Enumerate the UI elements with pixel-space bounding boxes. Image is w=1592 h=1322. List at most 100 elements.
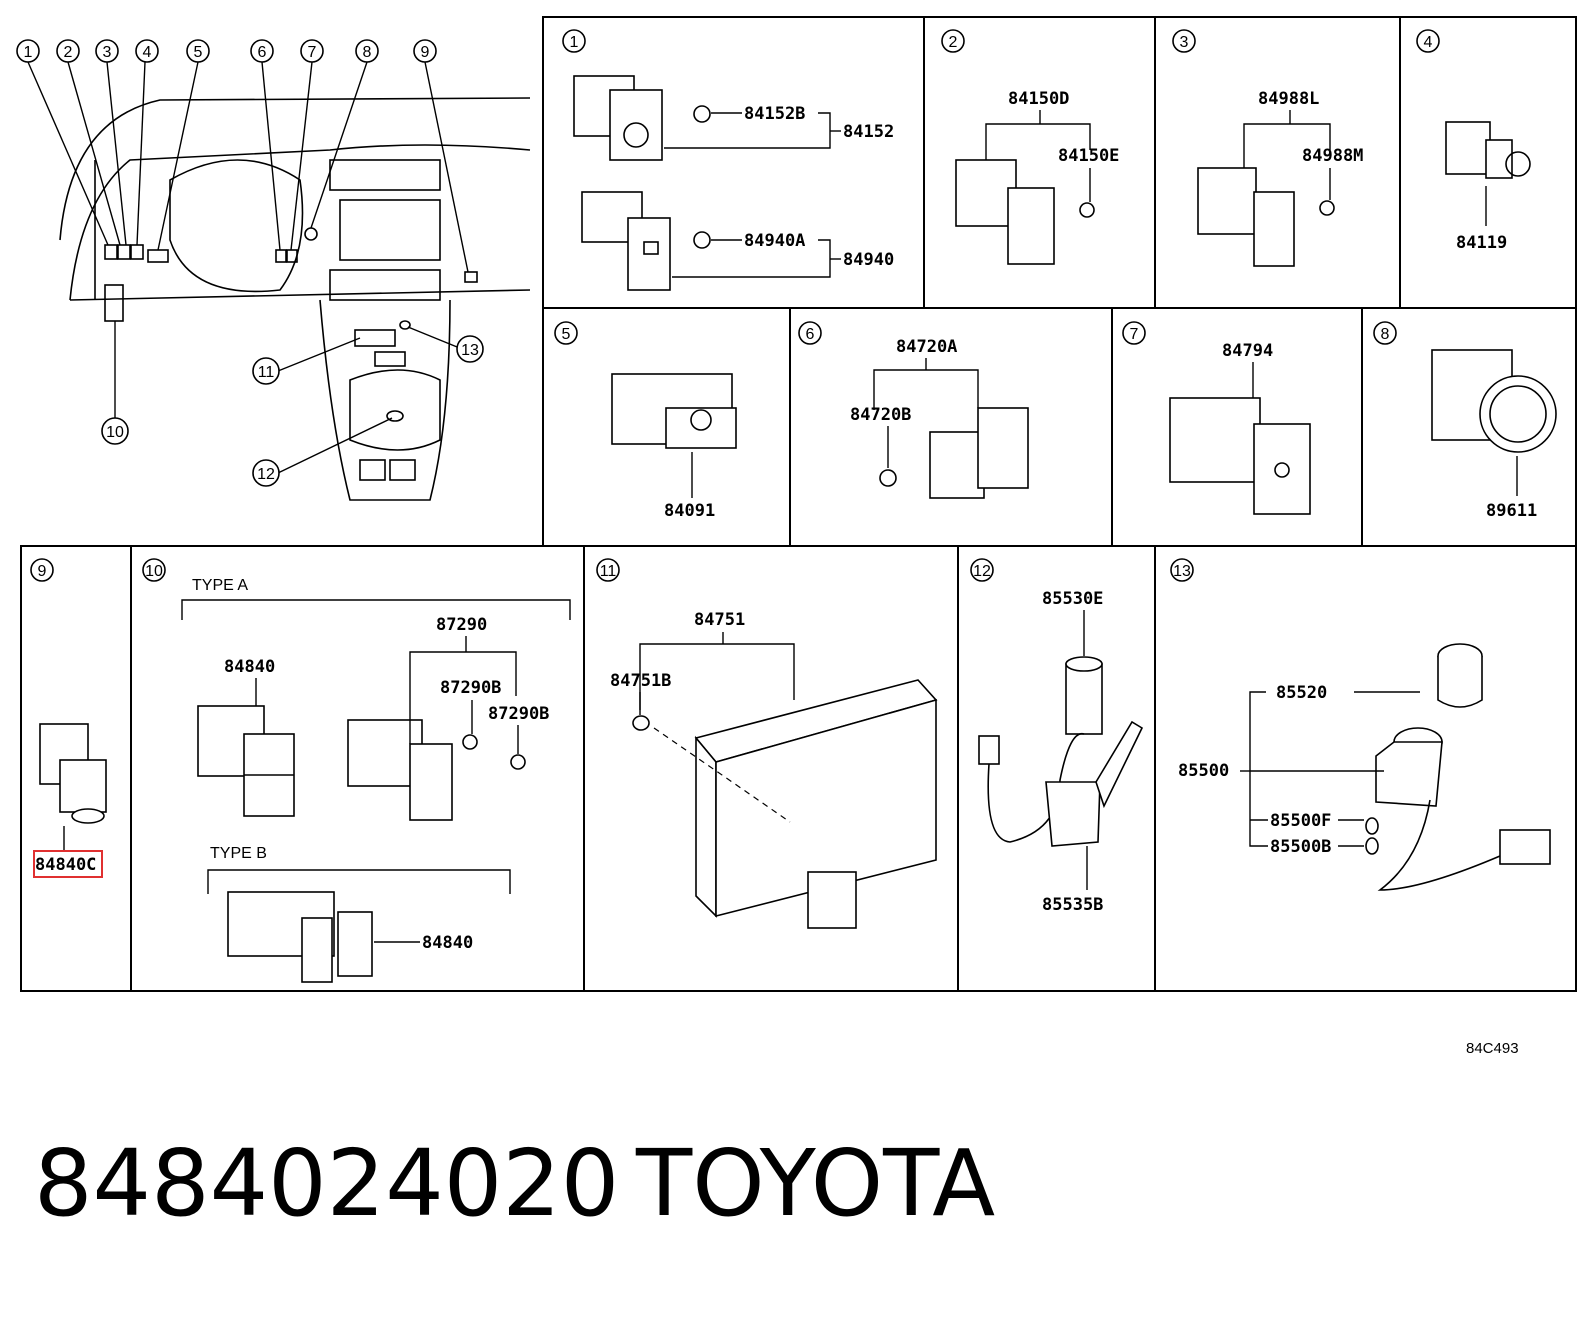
svg-text:84940A: 84940A — [744, 231, 805, 251]
svg-text:87290B: 87290B — [488, 704, 549, 724]
switch-drawing — [1445, 121, 1531, 179]
callout-7: 7 — [300, 39, 324, 63]
svg-text:84840: 84840 — [224, 657, 275, 677]
footer-brand: TOYOTA — [636, 1130, 996, 1237]
callout-6: 6 — [250, 39, 274, 63]
switch-drawing — [39, 723, 107, 824]
panel-7: 7 84794 — [1122, 321, 1311, 515]
callout-13: 13 — [456, 335, 484, 363]
svg-text:11: 11 — [600, 563, 617, 580]
switch-drawing — [955, 159, 1095, 265]
callout-12: 12 — [252, 459, 280, 487]
svg-text:84152B: 84152B — [744, 104, 805, 124]
callout-5: 5 — [186, 39, 210, 63]
switch-drawing — [611, 373, 737, 449]
switch-drawing — [879, 407, 1029, 499]
callout-10: 10 — [101, 417, 129, 445]
panel-6: 6 84720A 84720B — [798, 321, 1029, 499]
svg-text:8: 8 — [1381, 326, 1390, 343]
svg-text:10: 10 — [106, 424, 124, 441]
svg-text:87290B: 87290B — [440, 678, 501, 698]
dashboard-overview — [27, 61, 531, 501]
panel-11: 11 84751 84751B — [596, 558, 938, 929]
svg-text:84751B: 84751B — [610, 671, 671, 691]
svg-text:84840: 84840 — [422, 933, 473, 953]
svg-text:12: 12 — [257, 466, 275, 483]
callout-1: 1 — [16, 39, 40, 63]
diagram-code: 84C493 — [1466, 1040, 1519, 1057]
svg-text:1: 1 — [570, 34, 579, 51]
svg-text:84988L: 84988L — [1258, 89, 1319, 109]
svg-text:2: 2 — [949, 34, 958, 51]
footer-part-number: 8484024020 — [34, 1130, 620, 1237]
panel-grid — [20, 16, 1577, 992]
svg-text:84152: 84152 — [843, 122, 894, 142]
svg-text:13: 13 — [1173, 563, 1191, 580]
switch-drawing — [1431, 349, 1557, 453]
panel-13: 13 85520 85500 85500F 85500B — [1170, 558, 1551, 891]
svg-text:84751: 84751 — [694, 610, 745, 630]
svg-text:4: 4 — [143, 44, 152, 61]
svg-text:89611: 89611 — [1486, 501, 1537, 521]
panel-9: 9 84840C — [30, 558, 107, 875]
svg-text:7: 7 — [1130, 326, 1139, 343]
svg-text:84091: 84091 — [664, 501, 715, 521]
panel-10: 10 TYPE A 84840 87290 87290B 87290B TYPE… — [142, 558, 571, 983]
svg-text:10: 10 — [145, 563, 163, 580]
svg-text:6: 6 — [806, 326, 815, 343]
highlight-box — [33, 850, 103, 878]
svg-text:85520: 85520 — [1276, 683, 1327, 703]
svg-text:11: 11 — [258, 364, 275, 381]
svg-text:84150E: 84150E — [1058, 146, 1119, 166]
svg-text:3: 3 — [103, 44, 112, 61]
svg-text:12: 12 — [973, 563, 991, 580]
svg-text:8: 8 — [363, 44, 372, 61]
callout-3: 3 — [95, 39, 119, 63]
lighter-drawing — [1365, 643, 1551, 891]
panel-8: 8 89611 — [1373, 321, 1557, 521]
svg-text:85500F: 85500F — [1270, 811, 1331, 831]
svg-text:13: 13 — [461, 342, 479, 359]
switch-drawing-type-a — [197, 705, 526, 821]
svg-text:85535B: 85535B — [1042, 895, 1103, 915]
svg-text:2: 2 — [64, 44, 73, 61]
svg-text:84988M: 84988M — [1302, 146, 1363, 166]
svg-text:TYPE A: TYPE A — [192, 577, 248, 594]
svg-text:85500B: 85500B — [1270, 837, 1331, 857]
svg-text:84840C: 84840C — [35, 855, 96, 875]
callout-4: 4 — [135, 39, 159, 63]
panel-2: 2 84150D 84150E — [941, 29, 1119, 265]
svg-text:84794: 84794 — [1222, 341, 1273, 361]
svg-text:9: 9 — [38, 563, 47, 580]
overview-callouts: 1 2 3 4 5 6 7 8 9 10 11 12 13 — [16, 39, 484, 487]
svg-text:84720B: 84720B — [850, 405, 911, 425]
svg-text:84119: 84119 — [1456, 233, 1507, 253]
panel-4: 4 84119 — [1416, 29, 1531, 253]
svg-text:4: 4 — [1424, 34, 1433, 51]
svg-text:84150D: 84150D — [1008, 89, 1069, 109]
svg-text:84940: 84940 — [843, 250, 894, 270]
svg-text:5: 5 — [562, 326, 571, 343]
svg-text:5: 5 — [194, 44, 203, 61]
callout-8: 8 — [355, 39, 379, 63]
svg-text:85500: 85500 — [1178, 761, 1229, 781]
panel-5: 5 84091 — [554, 321, 737, 521]
svg-text:84720A: 84720A — [896, 337, 957, 357]
svg-text:9: 9 — [421, 44, 430, 61]
unit-drawing — [632, 679, 938, 929]
socket-drawing — [978, 656, 1144, 847]
svg-text:1: 1 — [24, 44, 33, 61]
svg-text:85530E: 85530E — [1042, 589, 1103, 609]
svg-text:3: 3 — [1180, 34, 1189, 51]
svg-text:7: 7 — [308, 44, 317, 61]
svg-text:6: 6 — [258, 44, 267, 61]
switch-drawing — [1197, 167, 1335, 267]
callout-2: 2 — [56, 39, 80, 63]
callout-9: 9 — [413, 39, 437, 63]
switch-drawing-type-b — [227, 891, 373, 983]
panel-12: 12 85530E 85535B — [970, 558, 1144, 915]
switch-drawing — [1169, 397, 1311, 515]
callout-11: 11 — [252, 357, 280, 385]
